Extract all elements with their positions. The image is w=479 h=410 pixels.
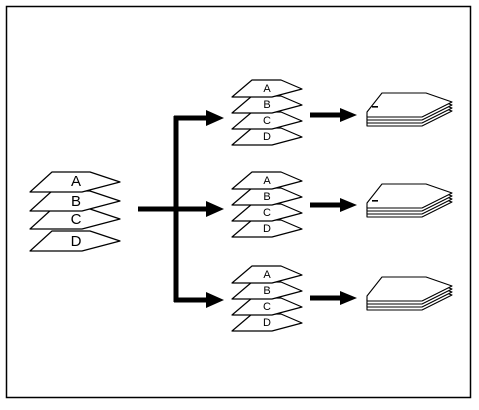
page-label: B xyxy=(263,285,270,297)
output-arrowhead-3 xyxy=(340,291,357,305)
source-page-set: D C B A xyxy=(29,171,121,252)
stack-tab xyxy=(372,200,378,202)
copy-1-page-a: A xyxy=(231,79,303,98)
copy-3-page-a: A xyxy=(231,265,303,284)
copy-set-2: D C B A xyxy=(231,171,303,238)
source-page-d: D xyxy=(29,230,121,252)
page-label: B xyxy=(71,193,81,210)
arrowhead-bottom xyxy=(206,292,224,308)
page-label: A xyxy=(263,175,271,187)
output-stack-1 xyxy=(366,92,453,127)
output-arrowhead-2 xyxy=(340,198,357,212)
page-label: C xyxy=(71,211,82,228)
copy-set-3: D C B A xyxy=(231,265,303,332)
output-stack-2 xyxy=(366,183,453,218)
page-label: D xyxy=(71,233,82,250)
output-stack-3 xyxy=(366,276,453,311)
page-label: D xyxy=(263,131,271,143)
page-label: A xyxy=(71,173,81,190)
distribution-arrows xyxy=(138,110,224,308)
copy-set-1: D C B A xyxy=(231,79,303,146)
page-label: A xyxy=(263,269,271,281)
output-arrowhead-1 xyxy=(340,108,357,122)
page-label: C xyxy=(263,115,271,127)
page-label: C xyxy=(263,207,271,219)
source-page-a: A xyxy=(29,171,121,193)
page-label: D xyxy=(263,223,271,235)
arrowhead-top xyxy=(206,110,224,126)
output-arrows xyxy=(310,108,357,305)
stack-tab xyxy=(372,106,378,108)
copy-2-page-a: A xyxy=(231,171,303,190)
page-label: B xyxy=(263,191,270,203)
page-label: C xyxy=(263,301,271,313)
page-label: B xyxy=(263,99,270,111)
page-label: A xyxy=(263,83,271,95)
arrowhead-middle xyxy=(206,201,224,217)
page-label: D xyxy=(263,317,271,329)
